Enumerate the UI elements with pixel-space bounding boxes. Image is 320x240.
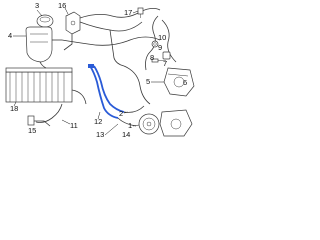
callout-3: 3 xyxy=(35,1,43,17)
o-ring-seal[interactable] xyxy=(151,40,159,48)
pump-assembly[interactable] xyxy=(159,109,193,137)
bolt[interactable] xyxy=(151,58,166,63)
svg-text:8: 8 xyxy=(150,53,154,62)
svg-text:5: 5 xyxy=(146,77,150,86)
line-bracket[interactable] xyxy=(27,115,51,127)
steering-pump[interactable] xyxy=(163,67,195,97)
callout-16: 16 xyxy=(58,1,69,15)
svg-text:6: 6 xyxy=(183,78,187,87)
svg-text:17: 17 xyxy=(124,8,132,17)
callout-2: 2 xyxy=(119,109,129,118)
svg-text:3: 3 xyxy=(35,1,39,10)
svg-text:4: 4 xyxy=(8,31,12,40)
callout-15: 15 xyxy=(28,126,36,135)
callout-14: 14 xyxy=(122,130,130,139)
callout-9: 9 xyxy=(158,43,162,52)
svg-text:14: 14 xyxy=(122,130,130,139)
callout-1: 1 xyxy=(128,121,140,130)
pump-pulley[interactable] xyxy=(138,113,160,135)
callout-8: 8 xyxy=(150,53,154,62)
svg-text:11: 11 xyxy=(70,121,78,130)
svg-text:9: 9 xyxy=(158,43,162,52)
callout-12: 12 xyxy=(94,111,102,126)
svg-text:13: 13 xyxy=(96,130,104,139)
callout-6: 6 xyxy=(183,78,187,87)
banjo-fitting[interactable] xyxy=(162,51,171,60)
fluid-reservoir[interactable] xyxy=(25,26,62,63)
svg-text:12: 12 xyxy=(94,117,102,126)
svg-text:18: 18 xyxy=(10,104,18,113)
hose-clamp[interactable] xyxy=(137,7,144,18)
callout-11: 11 xyxy=(61,119,78,130)
reservoir-cap[interactable] xyxy=(36,14,54,28)
callout-18: 18 xyxy=(10,101,18,113)
svg-text:7: 7 xyxy=(163,59,167,68)
svg-text:16: 16 xyxy=(58,1,66,10)
callout-17: 17 xyxy=(124,8,139,17)
oil-cooler[interactable] xyxy=(5,67,73,103)
callout-4: 4 xyxy=(8,31,26,40)
svg-text:1: 1 xyxy=(128,121,132,130)
svg-text:2: 2 xyxy=(119,109,123,118)
cooler-hose[interactable] xyxy=(35,61,87,123)
callout-10: 10 xyxy=(158,33,166,42)
callout-13: 13 xyxy=(96,123,119,139)
svg-text:10: 10 xyxy=(158,33,166,42)
reservoir-bracket[interactable] xyxy=(63,11,81,51)
return-hose[interactable] xyxy=(61,8,161,67)
parts-diagram: 3 16 17 4 10 9 8 7 5 6 18 12 11 xyxy=(5,1,195,139)
pressure-line-highlighted[interactable] xyxy=(88,64,125,119)
callout-7: 7 xyxy=(163,59,167,68)
svg-text:15: 15 xyxy=(28,126,36,135)
callout-5: 5 xyxy=(146,77,164,86)
